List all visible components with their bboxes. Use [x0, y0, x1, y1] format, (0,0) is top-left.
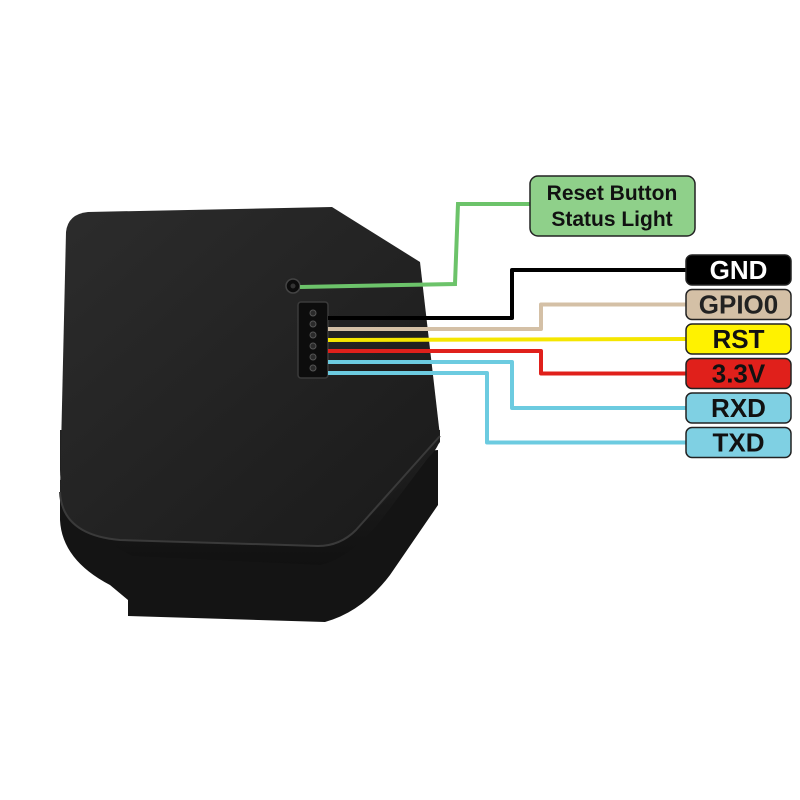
- status-led-button: [285, 278, 301, 294]
- pin-hole: [309, 342, 317, 350]
- pin-label-text: 3.3V: [712, 359, 766, 389]
- device-module: [59, 207, 441, 622]
- pin-label-text: TXD: [713, 428, 765, 458]
- pin-label-text: RST: [713, 324, 765, 354]
- pin-label-txd: TXD: [685, 426, 792, 459]
- wire-33v: [328, 349, 686, 376]
- wire-txd: [328, 371, 686, 445]
- pin-label-box: [685, 288, 792, 321]
- pin-label-gpio0: GPIO0: [685, 288, 792, 321]
- pin-hole: [309, 331, 317, 339]
- wire-gpio0: [328, 302, 686, 331]
- callout-reset-button-status-light: Reset Button Status Light: [529, 175, 696, 237]
- pin-label-text: GND: [710, 255, 768, 285]
- pin-label-rst: RST: [685, 323, 792, 355]
- pin-hole: [309, 309, 317, 317]
- pin-label-box: [685, 254, 792, 286]
- callout-line-2: Status Light: [551, 208, 672, 231]
- pin-label-gnd: GND: [685, 254, 792, 286]
- pin-label-text: RXD: [711, 393, 766, 423]
- pin-label-box: [685, 323, 792, 355]
- pin-label-box: [685, 426, 792, 459]
- pin-label-text: GPIO0: [699, 290, 778, 320]
- pin-hole: [309, 364, 317, 372]
- wire-rst: [327, 337, 687, 342]
- pin-header-connector: [297, 301, 329, 379]
- callout-line-1: Reset Button: [547, 182, 678, 205]
- pin-label-33v: 3.3V: [685, 357, 792, 390]
- connection-wires: [299, 202, 687, 445]
- pin-hole: [309, 353, 317, 361]
- wire-callout: [299, 202, 532, 289]
- device-top-face: [60, 207, 440, 546]
- wire-gnd: [328, 268, 686, 320]
- pin-label-box: [685, 357, 792, 390]
- wire-rxd: [328, 360, 686, 410]
- pin-label-rxd: RXD: [685, 392, 792, 424]
- pin-hole: [309, 320, 317, 328]
- pin-label-box: [685, 392, 792, 424]
- device-edge-highlight: [59, 435, 441, 548]
